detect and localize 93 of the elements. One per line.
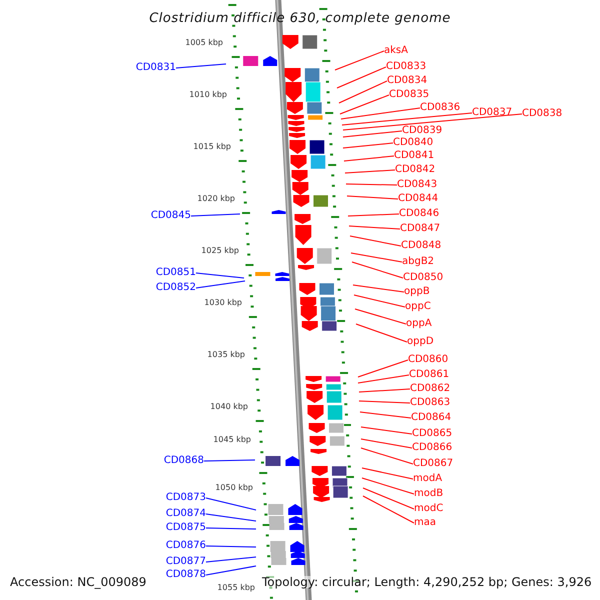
gene-label: CD0863: [410, 398, 450, 408]
leader-line: [354, 294, 406, 308]
gene-label: maa: [414, 518, 436, 528]
leader-line: [362, 488, 414, 510]
gene-label: CD0864: [411, 413, 452, 423]
leader-line: [206, 556, 256, 562]
leader-line: [348, 214, 400, 216]
leader-line: [196, 280, 246, 288]
leader-line: [346, 196, 398, 200]
gene-label: CD0833: [386, 62, 426, 72]
gene-label: CD0877: [166, 557, 206, 567]
leader-line: [360, 412, 412, 418]
leader-line: [356, 324, 408, 342]
gene-label: CD0875: [166, 523, 206, 533]
leader-line: [334, 50, 384, 70]
leader-line: [206, 528, 256, 530]
leader-line: [362, 468, 414, 480]
leader-line: [360, 448, 414, 464]
gene-label: CD0841: [394, 151, 434, 161]
gene-label: CD0866: [412, 443, 452, 453]
gene-label: CD0839: [402, 126, 442, 136]
leader-line: [348, 226, 400, 230]
leader-line: [352, 262, 404, 278]
leader-line: [350, 252, 402, 262]
gene-label: CD0876: [166, 541, 206, 551]
leader-line: [196, 272, 244, 278]
leader-line: [354, 308, 406, 324]
leader-line: [358, 360, 408, 378]
gene-label: CD0838: [522, 109, 562, 119]
gene-label: CD0834: [387, 76, 428, 86]
gene-label: CD0837: [472, 108, 512, 118]
leader-line: [358, 388, 410, 392]
leader-line: [340, 108, 420, 120]
gene-label: CD0836: [420, 103, 460, 113]
leader-line: [204, 460, 256, 462]
leader-line: [350, 236, 402, 246]
leader-line: [342, 114, 522, 130]
leader-line: [206, 566, 256, 576]
gene-label: CD0861: [409, 370, 450, 380]
gene-label: oppD: [407, 337, 434, 347]
gene-label: CD0852: [156, 283, 196, 293]
info-text: Topology: circular; Length: 4,290,252 bp; Genes: 3,926: [262, 576, 592, 588]
leader-line: [344, 156, 394, 162]
leader-line: [358, 374, 410, 384]
gene-label: CD0844: [398, 194, 438, 204]
leader-line: [362, 496, 414, 524]
gene-label: CD0865: [412, 429, 452, 439]
gene-label: modC: [414, 504, 444, 514]
gene-label: oppC: [405, 302, 431, 312]
gene-label: oppA: [406, 319, 432, 329]
leader-line: [342, 112, 472, 126]
leader-line: [342, 142, 394, 148]
gene-label: CD0878: [166, 570, 206, 580]
gene-label: CD0868: [164, 456, 204, 466]
gene-label: aksA: [384, 46, 408, 56]
info-text: Accession: NC_009089: [10, 576, 146, 588]
gene-label: CD0843: [397, 180, 438, 190]
gene-label: CD0850: [403, 273, 444, 283]
leader-line: [190, 214, 240, 216]
leader-line: [176, 64, 226, 68]
gene-label: CD0867: [413, 459, 454, 469]
leader-line: [344, 170, 396, 174]
gene-label: oppB: [404, 287, 430, 297]
gene-label: CD0860: [408, 355, 448, 365]
gene-label: CD0873: [166, 493, 206, 503]
leader-line: [352, 284, 404, 292]
leader-line: [206, 514, 256, 522]
leader-line: [346, 184, 398, 186]
leader-line: [360, 438, 412, 448]
gene-label: CD0847: [400, 224, 440, 234]
leader-line: [360, 426, 412, 434]
gene-label: CD0835: [389, 90, 430, 100]
gene-label: CD0846: [399, 209, 440, 219]
gene-label: abgB2: [402, 257, 434, 267]
title: Clostridium difficile 630, complete genome: [148, 12, 452, 25]
gene-label: CD0840: [393, 138, 434, 148]
leader-line: [340, 94, 390, 114]
leader-line: [206, 546, 256, 548]
gene-label: CD0874: [166, 509, 206, 519]
gene-label: modB: [414, 489, 444, 499]
leader-line: [338, 80, 388, 104]
leader-line: [206, 498, 256, 510]
gene-label: CD0831: [136, 63, 176, 73]
leader-line: [336, 66, 386, 88]
leader-line: [358, 400, 410, 404]
gene-label: CD0848: [401, 241, 442, 251]
gene-label: CD0851: [156, 268, 196, 278]
gene-label: CD0862: [410, 384, 450, 394]
gene-label: CD0845: [150, 211, 191, 221]
leader-line: [342, 130, 402, 138]
leader-line: [362, 478, 414, 494]
gene-label: CD0842: [395, 165, 436, 175]
gene-label: modA: [413, 474, 442, 484]
